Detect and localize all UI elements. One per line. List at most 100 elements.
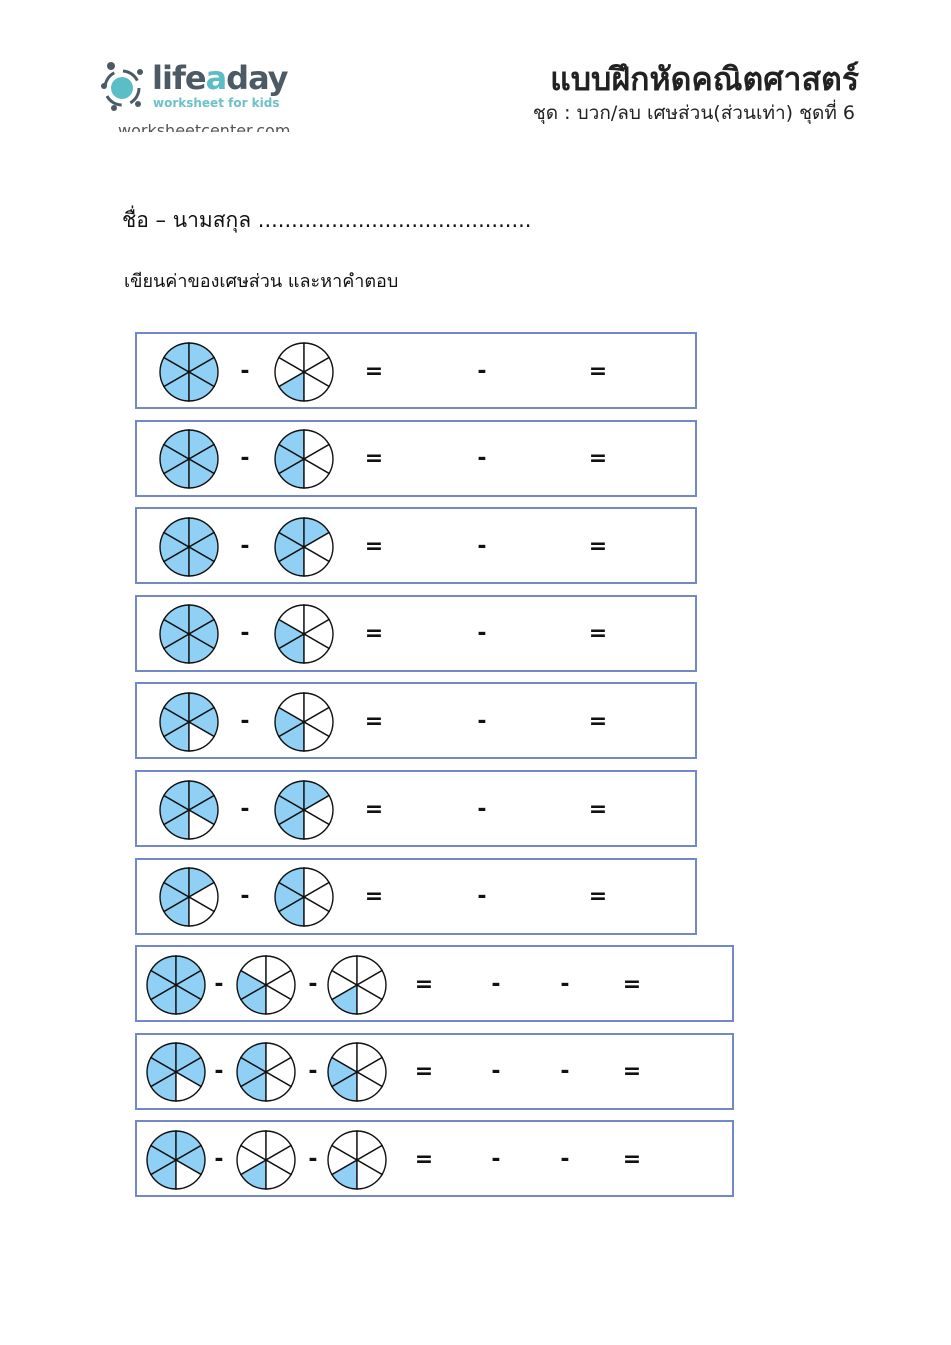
- fraction-pie-icon: [146, 1130, 206, 1190]
- minus-sign: -: [308, 1146, 318, 1172]
- fraction-pie-icon: [274, 516, 334, 577]
- pie-sector-empty: [303, 457, 331, 489]
- problem-box: [135, 945, 734, 1023]
- problem-box: [135, 1120, 734, 1198]
- fraction-pie-icon: [274, 341, 334, 402]
- answer-minus-sign: -: [477, 358, 487, 384]
- result-equals-sign: =: [588, 533, 608, 559]
- minus-sign: -: [240, 446, 250, 472]
- pie-sector-empty: [175, 1158, 203, 1190]
- fraction-pie-icon: [236, 954, 296, 1015]
- equals-sign: =: [364, 621, 384, 647]
- answer-minus-sign: -: [491, 1059, 501, 1085]
- problem-box: [135, 682, 697, 760]
- fraction-pie-icon: [159, 692, 219, 752]
- pie-sector-shaded: [175, 983, 203, 1015]
- answer-minus-sign: -: [560, 1146, 570, 1172]
- answer-minus-sign: -: [477, 796, 487, 822]
- answer-minus-sign: -: [477, 708, 487, 734]
- pie-sector-empty: [303, 545, 331, 577]
- fraction-pie-icon: [159, 516, 219, 577]
- pie-sector-empty: [188, 895, 216, 927]
- equals-sign: =: [364, 708, 384, 734]
- pie-sector-shaded: [188, 545, 216, 577]
- answer-minus-sign: -: [491, 1146, 501, 1172]
- fraction-pie-icon: [159, 429, 219, 489]
- result-equals-sign: =: [588, 358, 608, 384]
- pie-sector-empty: [188, 808, 216, 840]
- fraction-pie-icon: [274, 692, 334, 752]
- result-equals-sign: =: [588, 884, 608, 910]
- minus-sign: -: [240, 796, 250, 822]
- answer-minus-sign: -: [477, 884, 487, 910]
- minus-sign: -: [214, 1059, 224, 1085]
- fraction-pie-icon: [274, 867, 334, 927]
- problem-box: [135, 332, 697, 409]
- pie-sector-empty: [356, 983, 384, 1015]
- equals-sign: =: [414, 1059, 434, 1085]
- page-title: แบบฝึกหัดคณิตศาสตร์: [550, 60, 859, 98]
- fraction-pie-icon: [274, 429, 334, 489]
- answer-minus-sign: -: [491, 971, 501, 997]
- pie-sector-empty: [265, 1071, 293, 1102]
- fraction-pie-icon: [146, 1042, 206, 1102]
- minus-sign: -: [240, 358, 250, 384]
- pie-sector-empty: [356, 1158, 384, 1190]
- pie-sector-empty: [356, 1071, 384, 1102]
- logo-wordmark: lifeaday: [152, 59, 289, 97]
- pie-sector-empty: [175, 1071, 203, 1102]
- fraction-pie-icon: [146, 954, 206, 1015]
- logo: lifeaday worksheet for kids: [100, 58, 300, 118]
- equals-sign: =: [364, 358, 384, 384]
- answer-minus-sign: -: [477, 446, 487, 472]
- minus-sign: -: [240, 621, 250, 647]
- answer-minus-sign: -: [560, 1059, 570, 1085]
- instruction-text: เขียนค่าของเศษส่วน และหาคำตอบ: [124, 271, 399, 292]
- fraction-pie-icon: [236, 1130, 296, 1190]
- pie-sector-empty: [265, 983, 293, 1015]
- result-equals-sign: =: [588, 708, 608, 734]
- fraction-pie-icon: [159, 867, 219, 927]
- minus-sign: -: [214, 1146, 224, 1172]
- fraction-pie-icon: [236, 1042, 296, 1102]
- minus-sign: -: [308, 1059, 318, 1085]
- equals-sign: =: [364, 796, 384, 822]
- logo-tagline: worksheet for kids: [153, 96, 280, 110]
- problem-box: [135, 594, 697, 672]
- minus-sign: -: [308, 971, 318, 997]
- answer-minus-sign: -: [477, 621, 487, 647]
- result-equals-sign: =: [588, 796, 608, 822]
- watermark: worksheetcenter.com: [118, 122, 291, 132]
- problem-box: [135, 507, 697, 585]
- pie-sector-shaded: [188, 370, 216, 402]
- pie-sector-empty: [303, 808, 331, 840]
- page-subtitle: ชุด : บวก/ลบ เศษส่วน(ส่วนเท่า) ชุดที่ 6: [532, 102, 855, 124]
- answer-minus-sign: -: [560, 971, 570, 997]
- fraction-pie-icon: [274, 604, 334, 664]
- result-equals-sign: =: [588, 621, 608, 647]
- minus-sign: -: [240, 708, 250, 734]
- problem-box: [135, 1032, 734, 1110]
- fraction-pie-icon: [159, 604, 219, 664]
- pie-sector-empty: [303, 633, 331, 664]
- result-equals-sign: =: [622, 1059, 642, 1085]
- equals-sign: =: [414, 971, 434, 997]
- student-name-line: ชื่อ – นามสกุล .........................…: [122, 208, 532, 232]
- fraction-pie-icon: [327, 1042, 387, 1102]
- fraction-pie-icon: [327, 1130, 387, 1190]
- answer-minus-sign: -: [477, 533, 487, 559]
- result-equals-sign: =: [622, 971, 642, 997]
- pie-sector-empty: [303, 895, 331, 927]
- result-equals-sign: =: [622, 1146, 642, 1172]
- minus-sign: -: [214, 971, 224, 997]
- fraction-pie-icon: [274, 779, 334, 840]
- pie-sector-empty: [303, 720, 331, 752]
- equals-sign: =: [364, 446, 384, 472]
- minus-sign: -: [240, 884, 250, 910]
- equals-sign: =: [414, 1146, 434, 1172]
- minus-sign: -: [240, 533, 250, 559]
- fraction-pie-icon: [159, 779, 219, 840]
- problem-box: [135, 857, 697, 935]
- problem-box: [135, 419, 697, 497]
- equals-sign: =: [364, 884, 384, 910]
